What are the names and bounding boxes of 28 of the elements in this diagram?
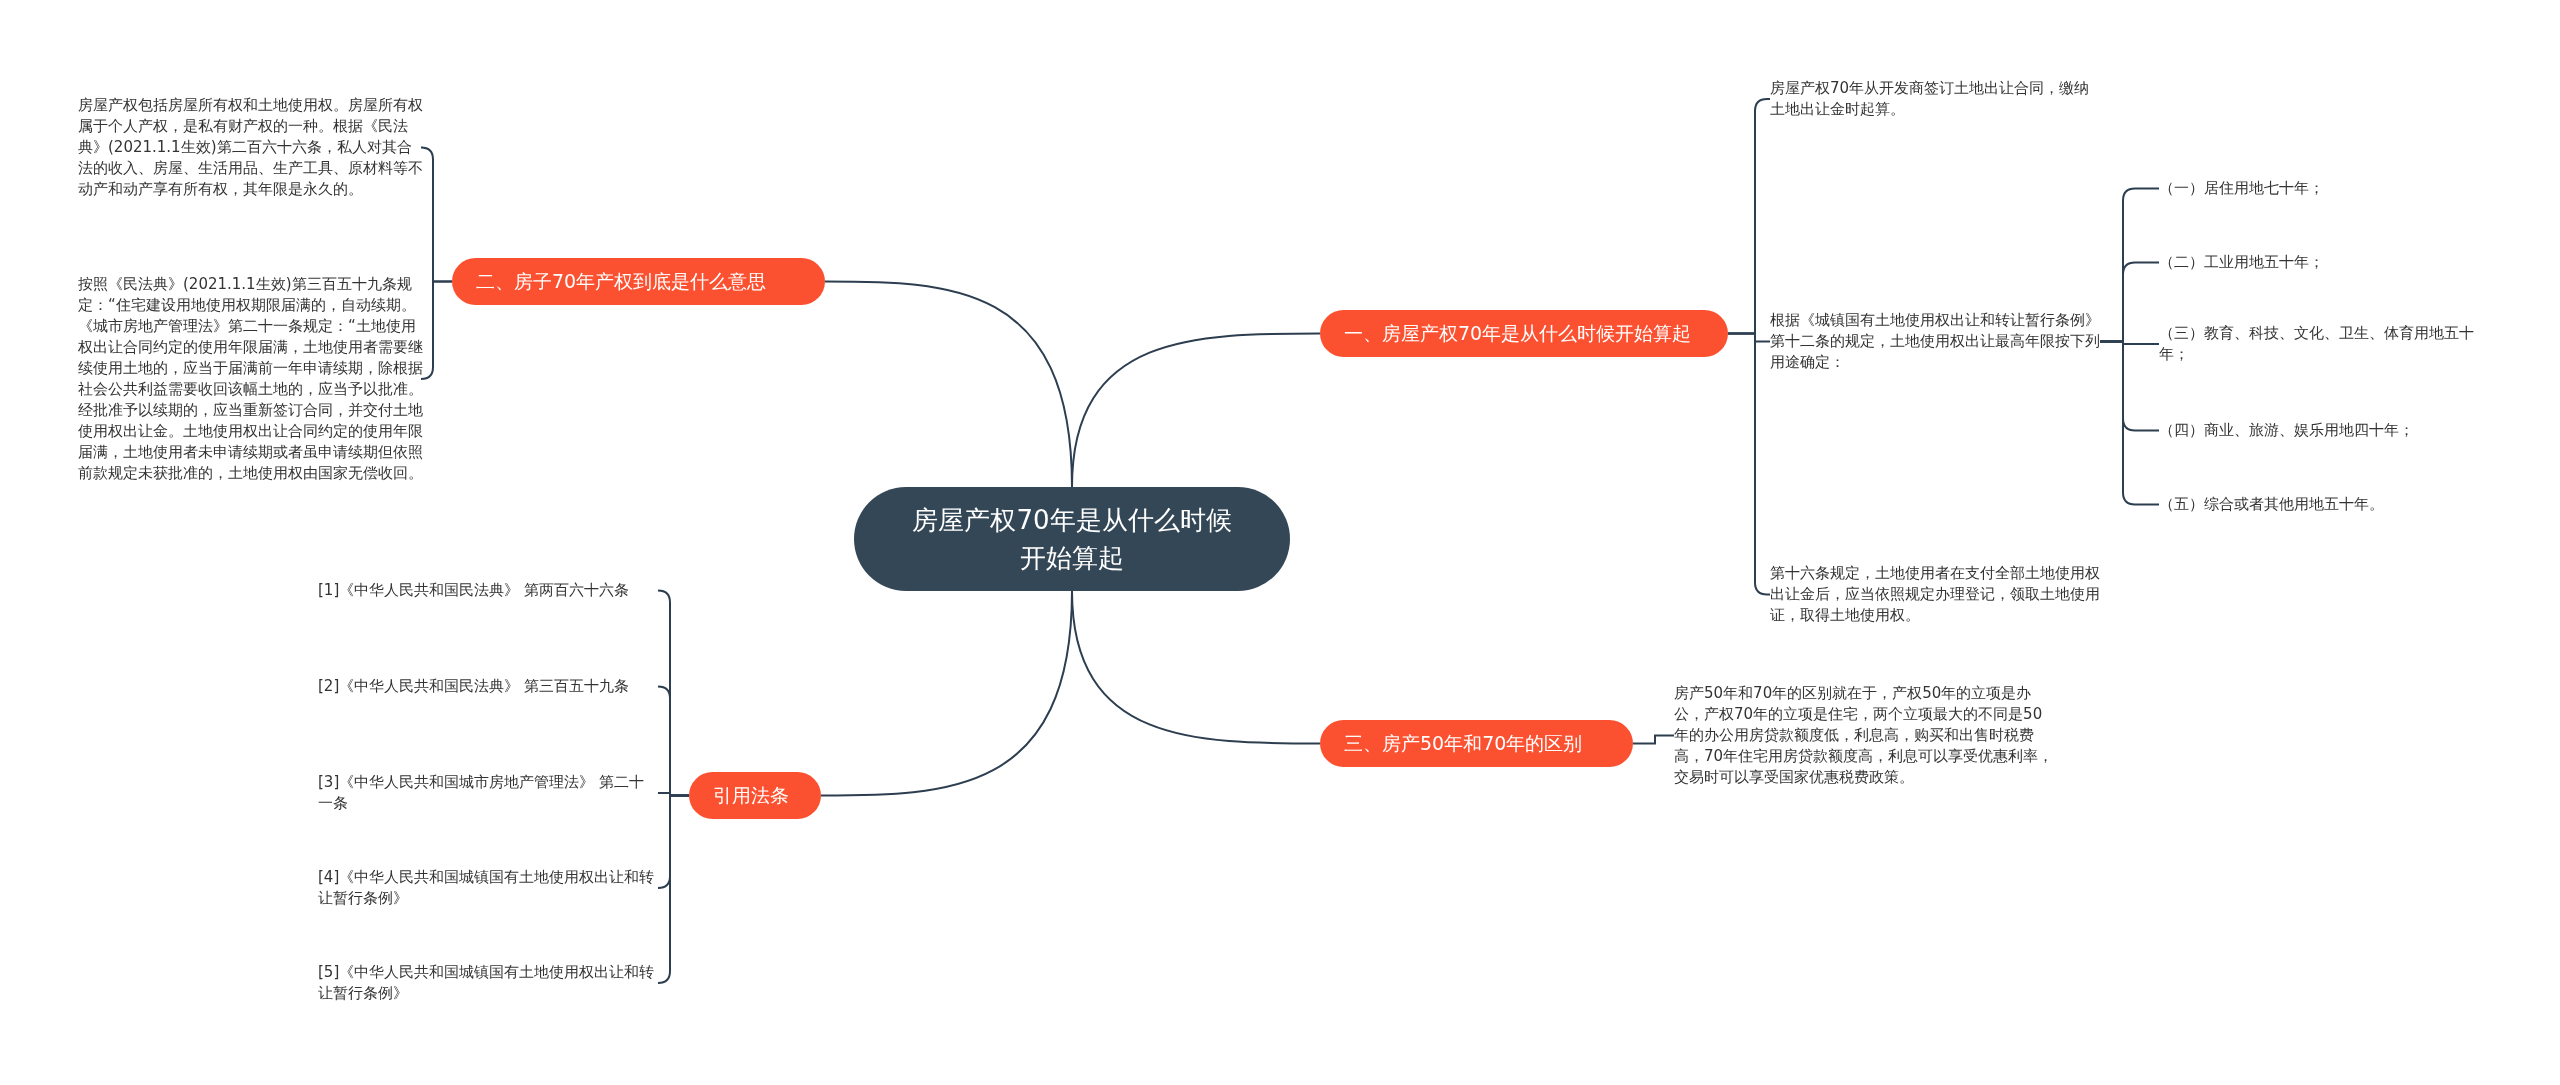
connector-line bbox=[1632, 734, 1675, 745]
topic-pill: 三、房产50年和70年的区别 bbox=[1320, 720, 1633, 767]
note-text: [1]《中华人民共和国民法典》 第两百六十六条 bbox=[318, 580, 658, 601]
note-text: （二）工业用地五十年； bbox=[2159, 252, 2499, 273]
connector-line bbox=[1071, 332, 1321, 488]
note-text: 第十六条规定，土地使用者在支付全部土地使用权出让金后，应当依照规定办理登记，领取土地使用证，取得土地使用权。 bbox=[1770, 563, 2100, 626]
note-text: 房屋产权包括房屋所有权和土地使用权。房屋所有权属于个人产权，是私有财产权的一种。根据《民法典》(2021.1.1生效)第二百六十六条，私人对其合法的收入、房屋、生活用品、生产工具、原材料等不动产和动产享有所有权，其年限是永久的。 bbox=[78, 95, 423, 200]
note-text: 按照《民法典》(2021.1.1生效)第三百五十九条规定：“住宅建设用地使用权期限届满的，自动续期。《城市房地产管理法》第二十一条规定：“土地使用权出让合同约定的使用年限届满，土地使用者需要继续使用土地的，应当于届满前一年申请续期，除根据社会公共利益需要收回该幅土地的，应当予以批准。经批准予以续期的，应当重新签订合同，并交付土地使用权出让金。土地使用权出让合同约定的使用年限届满，土地使用者未申请续期或者虽申请续期但依照前款规定未获批准的，土地使用权由国家无偿收回。 bbox=[78, 274, 423, 484]
note-text: （三）教育、科技、文化、卫生、体育用地五十年； bbox=[2159, 323, 2499, 365]
topic-pill: 一、房屋产权70年是从什么时候开始算起 bbox=[1320, 310, 1728, 357]
note-text: （五）综合或者其他用地五十年。 bbox=[2159, 494, 2499, 515]
note-text: 根据《城镇国有土地使用权出让和转让暂行条例》第十二条的规定，土地使用权出让最高年限按下列用途确定： bbox=[1770, 310, 2100, 373]
connector-line bbox=[1727, 332, 1771, 596]
connector-line bbox=[2099, 340, 2160, 506]
note-text: [4]《中华人民共和国城镇国有土地使用权出让和转让暂行条例》 bbox=[318, 867, 658, 909]
connector-line bbox=[1071, 590, 1321, 745]
note-text: [5]《中华人民共和国城镇国有土地使用权出让和转让暂行条例》 bbox=[318, 962, 658, 1004]
note-text: （四）商业、旅游、娱乐用地四十年； bbox=[2159, 420, 2499, 441]
note-text: （一）居住用地七十年； bbox=[2159, 178, 2499, 199]
topic-pill: 引用法条 bbox=[689, 772, 821, 819]
note-text: [2]《中华人民共和国民法典》 第三百五十九条 bbox=[318, 676, 658, 697]
note-text: [3]《中华人民共和国城市房地产管理法》 第二十一条 bbox=[318, 772, 658, 814]
central-topic: 房屋产权70年是从什么时候开始算起 bbox=[854, 487, 1290, 591]
connector-line bbox=[420, 280, 453, 380]
note-text: 房产50年和70年的区别就在于，产权50年的立项是办公，产权70年的立项是住宅，两个立项最大的不同是50年的办公用房贷款额度低，利息高，购买和出售时税费高，70年住宅用房贷款额度高，利息可以享受优惠利率，交易时可以享受国家优惠税费政策。 bbox=[1674, 683, 2054, 788]
connector-line bbox=[657, 794, 690, 984]
note-text: 房屋产权70年从开发商签订土地出让合同，缴纳土地出让金时起算。 bbox=[1770, 78, 2100, 120]
topic-pill: 二、房子70年产权到底是什么意思 bbox=[452, 258, 825, 305]
